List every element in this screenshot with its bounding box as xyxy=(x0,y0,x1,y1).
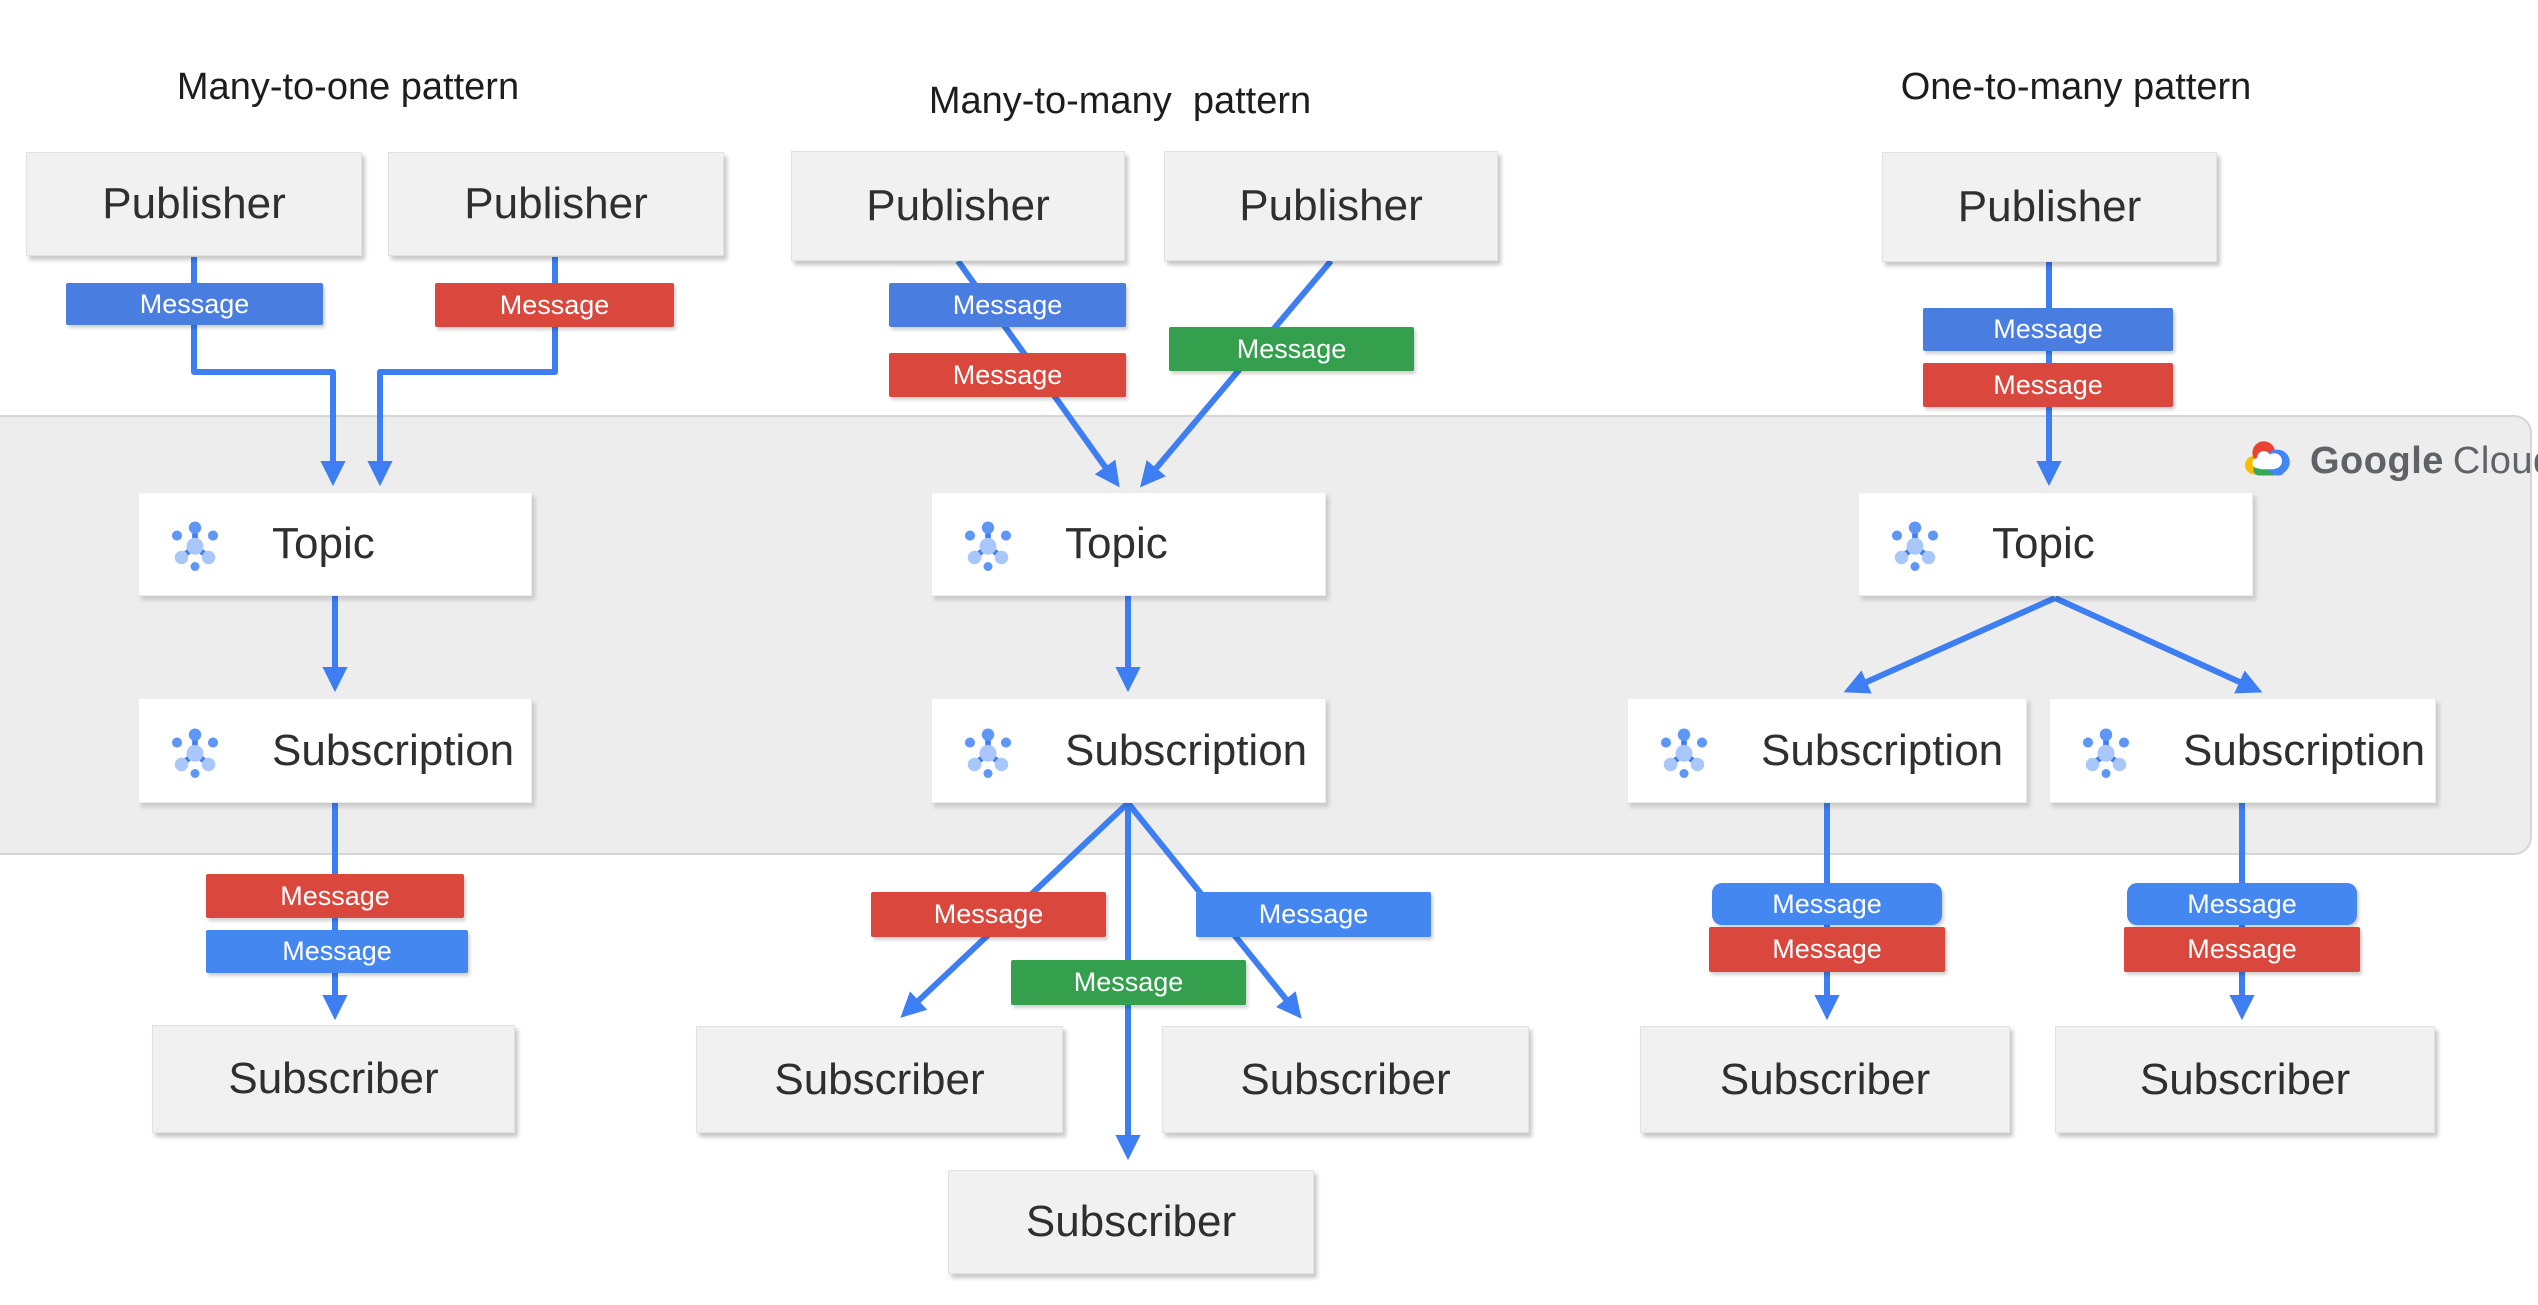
p3-subscriber-a: Subscriber xyxy=(1640,1026,2010,1133)
p1-topic-label: Topic xyxy=(272,519,375,568)
p3-subscriber-b: Subscriber xyxy=(2055,1026,2435,1133)
p3-message-blue: Message xyxy=(1923,308,2173,351)
p1-message-red-out: Message xyxy=(206,874,464,918)
connector-p3-topic-subscription-right xyxy=(2053,595,2263,694)
message-label: Message xyxy=(1993,369,2103,400)
pubsub-subscription-icon xyxy=(1660,728,1708,778)
p1-subscription-box: Subscription xyxy=(138,698,532,803)
p3-message-red-out-a: Message xyxy=(1709,927,1945,972)
p2-subscriber-right: Subscriber xyxy=(1162,1026,1529,1133)
pubsub-topic-icon xyxy=(1891,521,1939,571)
p2-subscriber-left: Subscriber xyxy=(696,1026,1063,1133)
p1-topic-box: Topic xyxy=(138,492,532,596)
p2-subscription-label: Subscription xyxy=(1065,725,1308,775)
p1-subscription-label: Subscription xyxy=(272,725,515,775)
p3-subscriber-b-label: Subscriber xyxy=(2139,1054,2351,1104)
pattern1-title: Many-to-one pattern xyxy=(176,66,520,108)
p1-message-blue: Message xyxy=(66,283,323,325)
p2-publisher-1: Publisher xyxy=(791,151,1125,261)
message-label: Message xyxy=(952,359,1063,390)
pubsub-subscription-icon xyxy=(2082,728,2130,778)
p2-topic-label: Topic xyxy=(1065,519,1168,568)
p3-subscription-a-label: Subscription xyxy=(1761,725,2004,775)
p3-subscription-box-b: Subscription xyxy=(2049,698,2436,803)
p3-topic-box: Topic xyxy=(1858,492,2253,596)
p2-subscription-box: Subscription xyxy=(931,698,1326,803)
p3-topic-label: Topic xyxy=(1992,519,2095,568)
message-label: Message xyxy=(952,289,1063,320)
message-label: Message xyxy=(1236,333,1347,364)
google-cloud-wordmark: GoogleCloud xyxy=(2310,440,2538,483)
p2-message-blue: Message xyxy=(889,283,1126,327)
message-label: Message xyxy=(499,289,610,320)
p2-message-red: Message xyxy=(889,353,1126,397)
pattern2-title: Many-to-many pattern xyxy=(928,80,1312,122)
p3-message-red-out-b: Message xyxy=(2124,927,2360,972)
p1-publisher-2: Publisher xyxy=(388,152,724,256)
p2-message-green-out: Message xyxy=(1011,960,1246,1005)
pubsub-subscription-icon xyxy=(171,728,219,778)
p2-message-red-out: Message xyxy=(871,892,1106,937)
message-label: Message xyxy=(2187,888,2297,919)
message-label: Message xyxy=(1993,314,2103,344)
pubsub-topic-icon xyxy=(171,521,219,571)
p2-subscriber-right-label: Subscriber xyxy=(1240,1054,1451,1104)
p3-message-blue-out-b: Message xyxy=(2127,883,2357,925)
p2-message-blue-out: Message xyxy=(1196,892,1431,937)
p2-topic-box: Topic xyxy=(931,492,1326,596)
message-label: Message xyxy=(282,936,392,966)
message-label: Message xyxy=(2187,934,2297,964)
connector-p3-topic-subscription-left xyxy=(1843,595,2057,694)
p1-publisher-1-label: Publisher xyxy=(102,179,286,228)
p1-subscriber: Subscriber xyxy=(152,1025,515,1133)
p3-subscription-box-a: Subscription xyxy=(1627,698,2027,803)
message-label: Message xyxy=(139,288,250,319)
pubsub-topic-icon xyxy=(964,521,1012,571)
p3-message-red: Message xyxy=(1923,363,2173,407)
p2-message-green: Message xyxy=(1169,327,1414,371)
google-cloud-icon xyxy=(2245,441,2290,476)
cloud-word: Cloud xyxy=(2452,439,2538,482)
p3-publisher-label: Publisher xyxy=(1957,182,2142,231)
message-label: Message xyxy=(280,880,390,911)
message-label: Message xyxy=(933,899,1044,929)
p3-subscription-b-label: Subscription xyxy=(2183,725,2426,775)
message-label: Message xyxy=(1772,934,1882,964)
p1-publisher-1: Publisher xyxy=(26,152,362,256)
pubsub-subscription-icon xyxy=(964,728,1012,778)
p2-subscriber-center-label: Subscriber xyxy=(1025,1197,1237,1246)
p2-subscriber-left-label: Subscriber xyxy=(774,1054,985,1104)
p3-message-blue-out-a: Message xyxy=(1712,883,1942,925)
p2-publisher-1-label: Publisher xyxy=(866,181,1050,230)
p1-message-blue-out: Message xyxy=(206,930,468,973)
p1-message-red: Message xyxy=(435,283,674,327)
p2-subscriber-center: Subscriber xyxy=(948,1170,1314,1274)
google-word: Google xyxy=(2310,439,2444,482)
google-cloud-logo: GoogleCloud xyxy=(2242,438,2538,484)
message-label: Message xyxy=(1258,899,1369,929)
message-label: Message xyxy=(1073,967,1184,997)
p3-publisher: Publisher xyxy=(1882,152,2217,262)
p2-publisher-2-label: Publisher xyxy=(1239,181,1423,230)
p1-publisher-2-label: Publisher xyxy=(464,179,648,228)
p1-subscriber-label: Subscriber xyxy=(228,1054,439,1103)
p2-publisher-2: Publisher xyxy=(1164,151,1498,261)
message-label: Message xyxy=(1772,888,1882,919)
pattern3-title: One-to-many pattern xyxy=(1900,66,2252,108)
p3-subscriber-a-label: Subscriber xyxy=(1719,1054,1931,1104)
